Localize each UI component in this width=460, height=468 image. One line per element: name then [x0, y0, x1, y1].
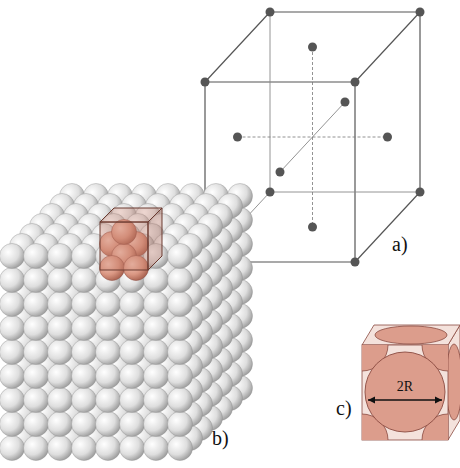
- panel-label: c): [336, 398, 352, 418]
- sphere-stack: [0, 184, 253, 461]
- panel-label: b): [212, 428, 229, 448]
- unit-cell-cutaway: [336, 319, 460, 466]
- panel-label: a): [392, 234, 408, 254]
- dimension-label: 2R: [397, 380, 413, 394]
- unit-cell-wireframe: [201, 8, 425, 267]
